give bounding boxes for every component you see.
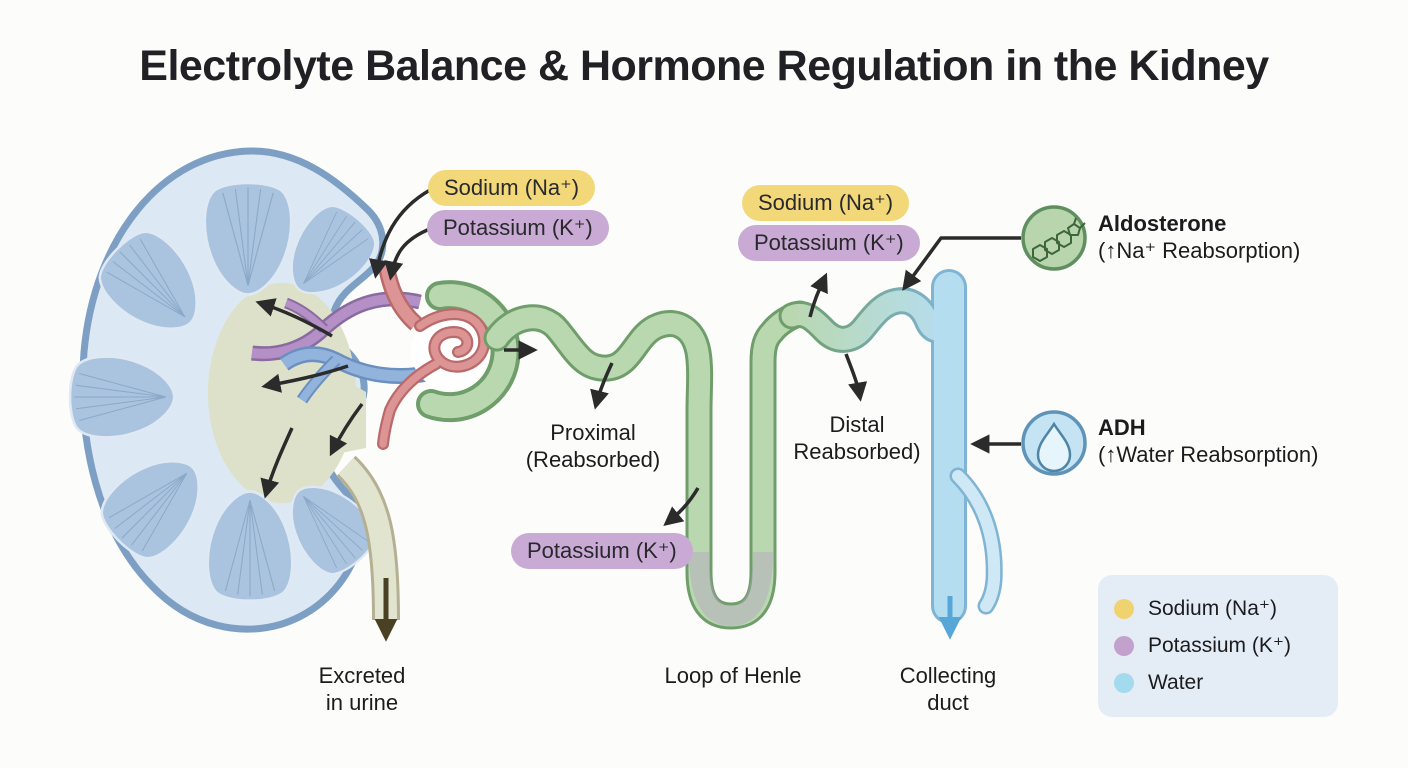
loop-of-henle-label: Loop of Henle	[664, 663, 802, 688]
adh-text: ADH (↑Water Reabsorption)	[1098, 414, 1318, 468]
potassium-pill-top: Potassium (K⁺)	[427, 210, 609, 246]
kidney-flow-arrows	[255, 298, 364, 499]
sodium-pill-distal: Sodium (Na⁺)	[742, 185, 910, 221]
potassium-to-artery-arrow	[384, 226, 433, 281]
distal-label: Distal Reabsorbed)	[793, 412, 921, 464]
adh-icon-circle	[1021, 410, 1087, 476]
sodium-pill-top: Sodium (Na⁺)	[428, 170, 596, 206]
potassium-legend-dot	[1114, 635, 1134, 656]
aldosterone-text: Aldosterone (↑Na⁺ Reabsorption)	[1098, 210, 1300, 264]
aldosterone-connector-arrow	[902, 236, 1021, 291]
aldosterone-name: Aldosterone	[1098, 211, 1227, 236]
excreted-in-urine-label: Excreted in urine	[318, 663, 406, 715]
nephron-tubule	[483, 287, 1003, 630]
proximal-label-arrow	[590, 362, 614, 410]
sodium-to-artery-arrow	[369, 188, 431, 279]
diagram-title: Electrolyte Balance & Hormone Regulation…	[139, 42, 1269, 90]
legend: Sodium (Na⁺) Potassium (K⁺) Water	[1098, 575, 1338, 717]
sodium-legend-dot	[1114, 598, 1134, 619]
aldosterone-icon-circle	[1021, 205, 1087, 271]
aldosterone-effect: (↑Na⁺ Reabsorption)	[1098, 238, 1301, 263]
steroid-molecule-icon	[1032, 217, 1086, 262]
loop-bottom-tint	[689, 551, 773, 627]
adh-name: ADH	[1098, 415, 1146, 440]
proximal-label: Proximal (Reabsorbed)	[525, 420, 661, 472]
legend-item-potassium: Potassium (K⁺)	[1114, 627, 1338, 664]
loop-potassium-arrow	[663, 487, 700, 527]
potassium-pill-distal: Potassium (K⁺)	[738, 225, 920, 261]
distal-label-arrow	[844, 353, 868, 402]
annotation-arrows	[369, 188, 1021, 527]
collecting-duct-label: Collecting duct	[899, 663, 997, 715]
renal-vein	[251, 291, 436, 404]
legend-item-sodium: Sodium (Na⁺)	[1114, 590, 1338, 627]
kidney-illustration	[68, 147, 436, 633]
legend-item-water: Water	[1114, 664, 1338, 701]
distal-up-arrow	[808, 272, 828, 318]
adh-effect: (↑Water Reabsorption)	[1098, 442, 1319, 467]
water-droplet-icon	[1036, 421, 1072, 473]
glomerulus	[377, 262, 521, 450]
water-legend-dot	[1114, 672, 1134, 693]
potassium-pill-loop: Potassium (K⁺)	[511, 533, 693, 569]
